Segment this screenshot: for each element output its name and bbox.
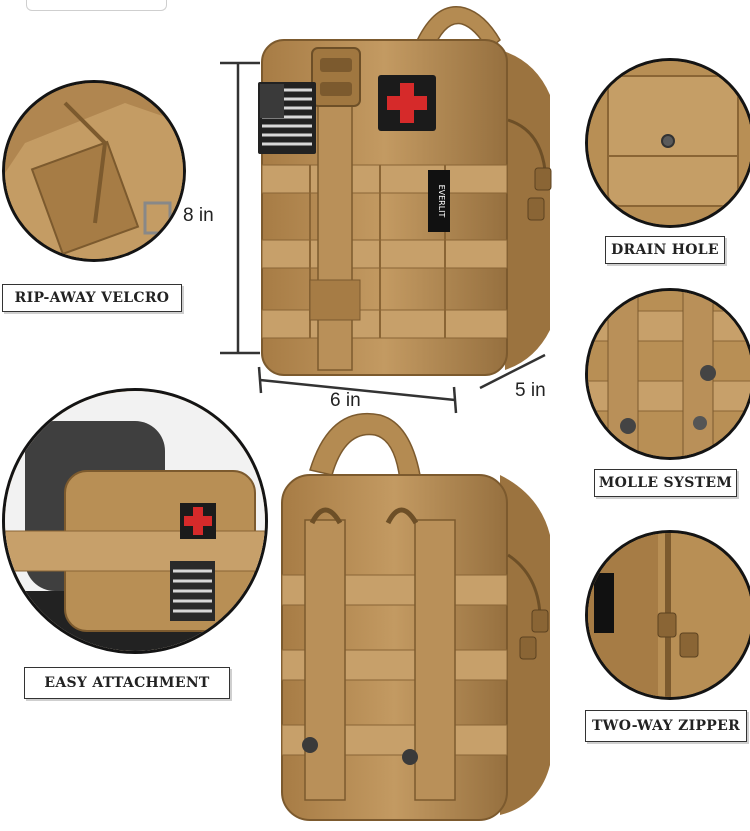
label-two-way-zipper: TWO-WAY ZIPPER — [585, 710, 747, 742]
pouch-front-view: EVERLIT — [258, 6, 552, 376]
detail-easy-attachment — [2, 388, 268, 654]
detail-molle-system — [585, 288, 750, 460]
brand-tag: EVERLIT — [437, 185, 446, 218]
detail-drain-hole — [585, 58, 750, 228]
zipper-pull-icon — [507, 118, 552, 221]
top-image-fragment — [26, 0, 167, 11]
red-cross-patch-icon — [378, 75, 436, 131]
label-rip-away-velcro: RIP-AWAY VELCRO — [2, 284, 182, 312]
width-dimension: 6 in — [330, 390, 361, 411]
detail-rip-away-velcro — [2, 80, 186, 262]
depth-dimension: 5 in — [515, 380, 546, 401]
label-easy-attachment: EASY ATTACHMENT — [24, 667, 230, 699]
pouch-rear-view — [281, 413, 550, 821]
height-dimension: 8 in — [183, 205, 214, 226]
dimension-lines — [220, 61, 546, 414]
american-flag-patch-icon — [258, 82, 316, 154]
label-molle-system: MOLLE SYSTEM — [594, 469, 737, 497]
label-drain-hole: DRAIN HOLE — [605, 236, 725, 264]
detail-two-way-zipper — [585, 530, 750, 700]
buckle-icon — [311, 47, 361, 107]
